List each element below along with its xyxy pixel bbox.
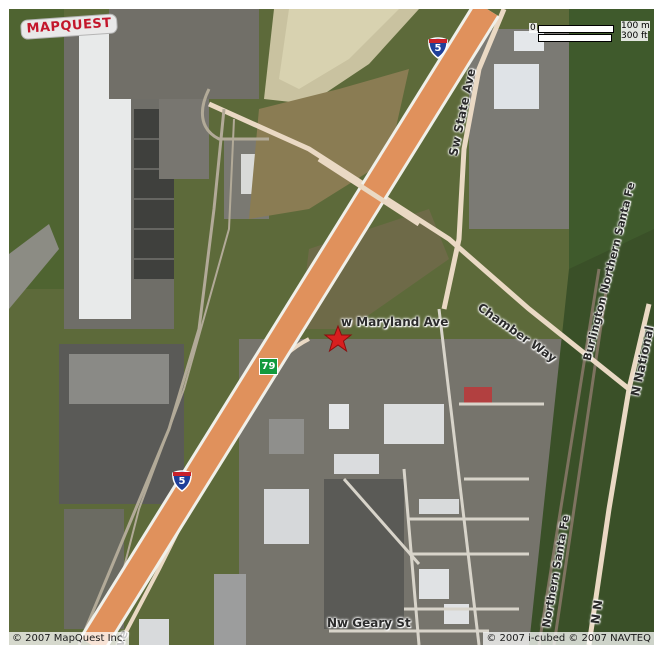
map-imagery bbox=[9, 9, 654, 645]
copyright-imagery: © 2007 i-cubed © 2007 NAVTEQ bbox=[483, 632, 654, 645]
scale-bar: 0 100 m 300 ft bbox=[529, 19, 654, 45]
interstate-shield-number: 5 bbox=[178, 476, 186, 487]
interstate-shield-number: 5 bbox=[434, 43, 442, 54]
interstate-5-shield-icon: 5 bbox=[171, 470, 193, 492]
scale-zero-label: 0 bbox=[529, 23, 537, 33]
scale-bar-imperial bbox=[538, 34, 612, 42]
scale-metric-label: 100 m bbox=[621, 21, 650, 31]
scale-imperial-label: 300 ft bbox=[621, 31, 648, 41]
exit-number-badge: 79 bbox=[259, 358, 278, 375]
interstate-5-shield-icon: 5 bbox=[427, 37, 449, 59]
red-star-location-marker-icon[interactable] bbox=[323, 324, 353, 354]
street-label-nw-geary-st: Nw Geary St bbox=[327, 616, 411, 630]
street-label-maryland-ave: w Maryland Ave bbox=[341, 315, 449, 329]
scale-bar-metric bbox=[538, 25, 614, 33]
copyright-mapquest: © 2007 MapQuest Inc. bbox=[9, 632, 129, 645]
satellite-map[interactable]: MAPQUEST 0 100 m 300 ft 5 5 79 bbox=[9, 9, 654, 645]
